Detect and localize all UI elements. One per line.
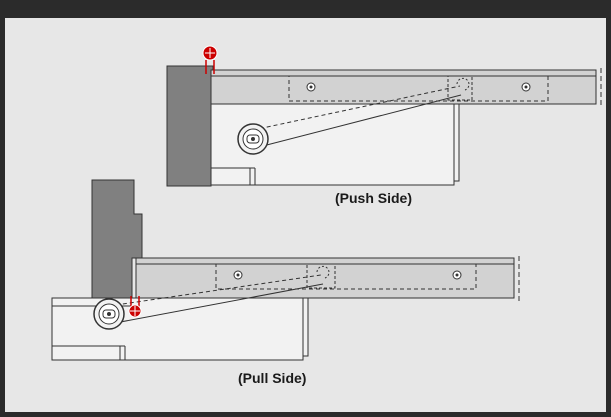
- pull-slide-block: [306, 263, 336, 289]
- red-circle-crosshair-icon: [202, 45, 218, 74]
- push-side-caption: (Push Side): [335, 190, 413, 206]
- screw-icon: [521, 82, 531, 92]
- push-track-arm: [210, 69, 597, 105]
- pull-side-assembly: [51, 179, 520, 361]
- screw-icon: [233, 270, 243, 280]
- screw-icon: [452, 270, 462, 280]
- roller-pivot-icon: [237, 123, 269, 155]
- pull-side-caption: (Pull Side): [238, 370, 307, 386]
- pull-mount-plate-outline: [215, 263, 477, 290]
- door-closer-diagram: [51, 45, 602, 361]
- red-circle-crosshair-icon: [128, 296, 142, 318]
- title-bar: [5, 0, 611, 18]
- push-mount-plate-outline: [288, 75, 549, 102]
- push-side-assembly: [166, 45, 602, 187]
- roller-pivot-icon: [93, 298, 125, 330]
- pull-closer-body: [51, 297, 309, 361]
- pull-door-frame: [91, 179, 143, 299]
- push-slide-block: [447, 75, 473, 101]
- screw-icon: [306, 82, 316, 92]
